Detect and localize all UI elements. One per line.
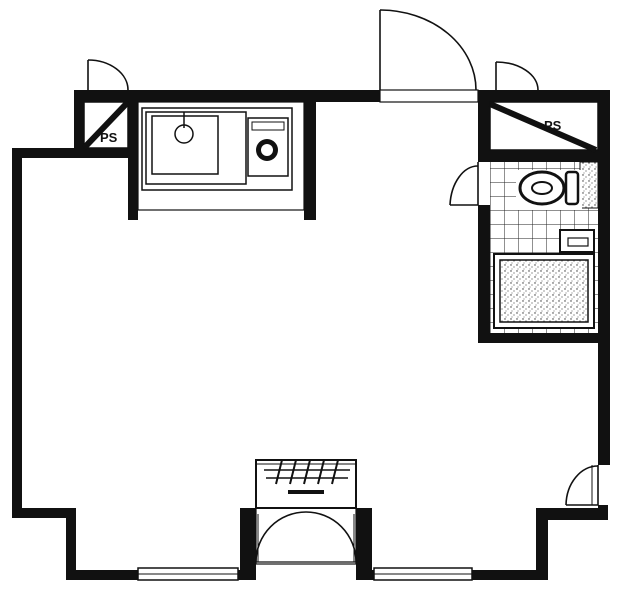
ps-left-label: PS	[100, 130, 118, 145]
windows	[137, 567, 473, 581]
entry-door	[255, 507, 357, 565]
shoe-rack	[255, 459, 357, 509]
bathroom-door	[449, 162, 479, 206]
interior-walls	[128, 90, 610, 343]
exterior-walls	[12, 90, 610, 580]
top-door	[379, 9, 479, 103]
bathtub-icon	[493, 253, 595, 329]
washbasin-icon	[559, 229, 595, 253]
ps-right-label: PS	[544, 118, 562, 133]
bathroom	[490, 161, 599, 333]
ps-left-door	[87, 59, 129, 91]
doors	[87, 9, 599, 565]
ps-right-box: PS	[488, 101, 599, 153]
kitchen-counter	[137, 101, 305, 211]
ps-left-box: PS	[81, 99, 131, 151]
toilet-icon	[516, 170, 582, 210]
right-closet-door	[565, 465, 599, 506]
ps-right-door	[495, 61, 539, 91]
